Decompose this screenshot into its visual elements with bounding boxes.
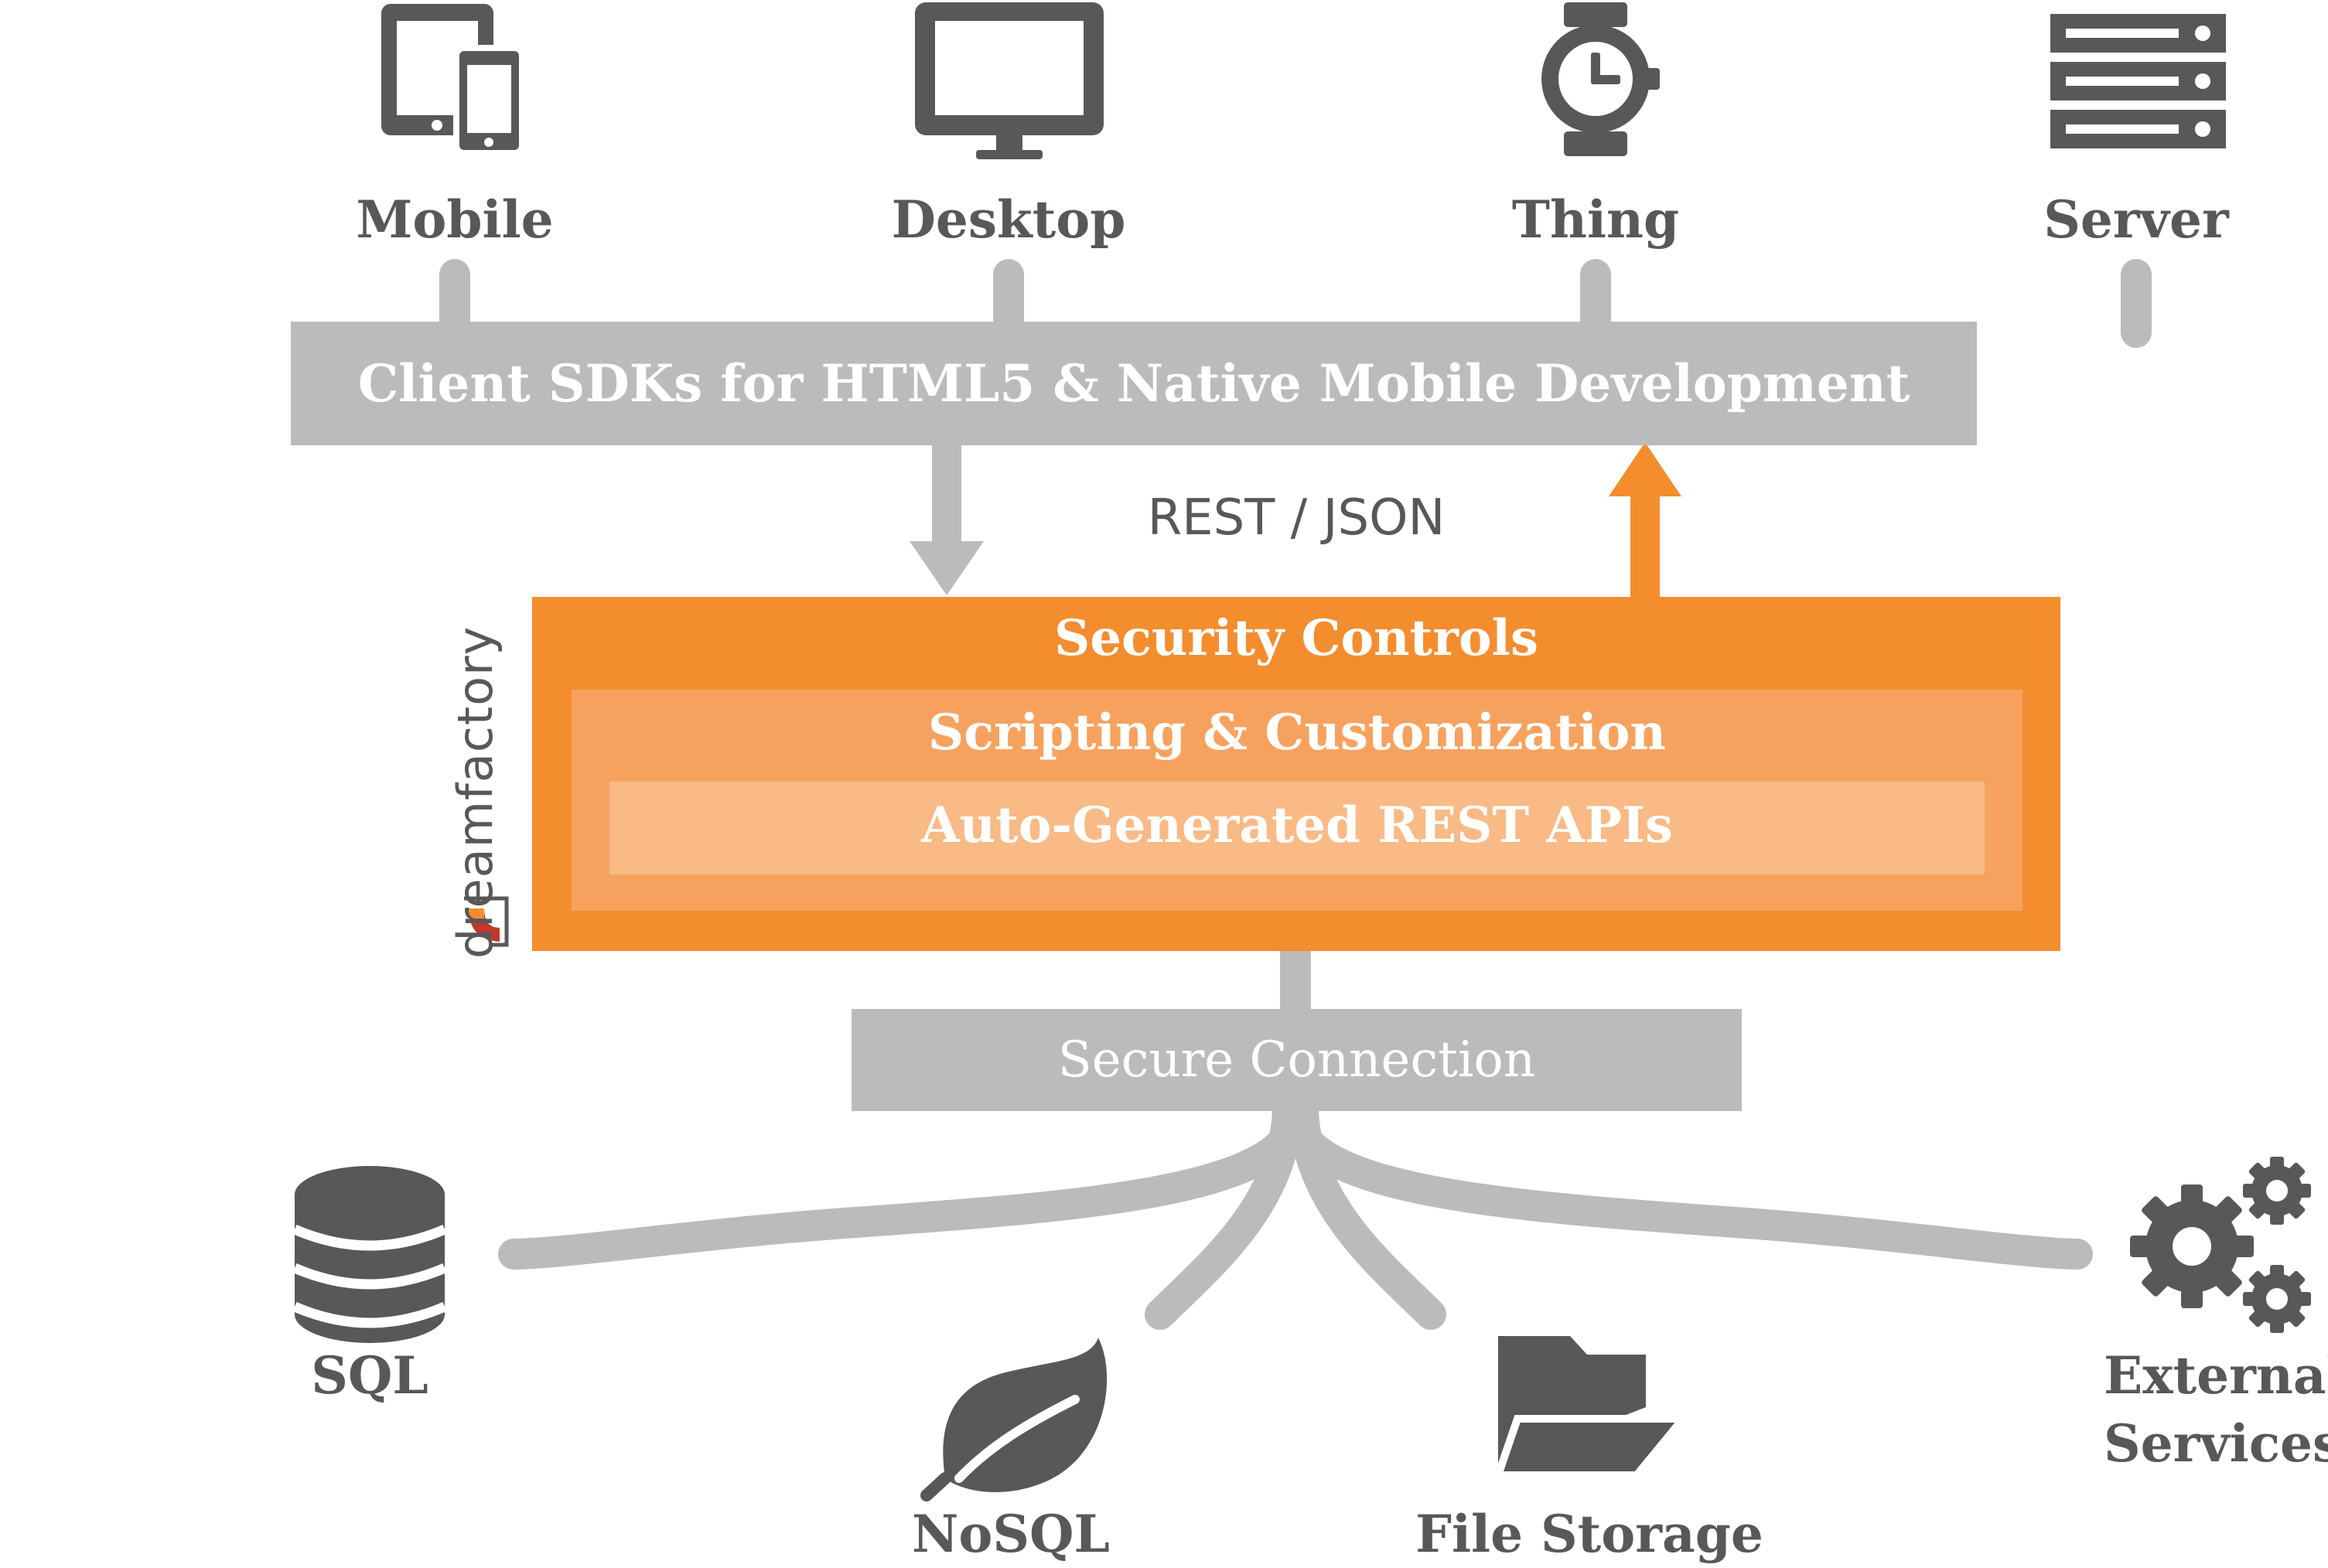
leaf-icon — [920, 1338, 1108, 1502]
client-label-desktop: Desktop — [891, 189, 1126, 250]
external-services-root — [1280, 1096, 2093, 1270]
source-label-nosql: NoSQL — [912, 1504, 1110, 1564]
sql-root — [498, 1096, 1311, 1270]
protocol-label: REST / JSON — [1147, 489, 1446, 547]
data-source-roots — [498, 1096, 2093, 1330]
client-label-server: Server — [2043, 189, 2229, 250]
box-stem — [1280, 951, 1311, 1013]
request-down-arrow — [910, 445, 984, 595]
rest-api-layer: Auto-Generated REST APIs — [609, 782, 1985, 874]
scripting-label: Scripting & Customization — [927, 704, 1667, 762]
mobile-devices-icon — [381, 4, 525, 156]
dreamfactory-logo-icon — [464, 896, 509, 947]
smartwatch-icon — [1541, 2, 1660, 156]
folder-icon — [1493, 1336, 1691, 1479]
client-sdk-bar: Client SDKs for HTML5 & Native Mobile De… — [291, 322, 1977, 445]
client-label-thing: Thing — [1511, 189, 1680, 250]
secure-connection-bar: Secure Connection — [852, 1009, 1742, 1111]
nosql-root — [1145, 1096, 1303, 1330]
brand-name: dreamfactory — [447, 625, 503, 959]
server-rack-icon — [2050, 14, 2226, 148]
desktop-monitor-icon — [915, 2, 1104, 159]
client-label-mobile: Mobile — [356, 189, 554, 250]
source-label-external-services: External Services — [2104, 1345, 2328, 1474]
secure-connection-label: Secure Connection — [1057, 1031, 1536, 1089]
gears-icon — [2130, 1157, 2311, 1333]
client-sdk-label: Client SDKs for HTML5 & Native Mobile De… — [357, 353, 1910, 414]
source-label-file-storage: File Storage — [1415, 1504, 1763, 1564]
source-label-sql: SQL — [311, 1345, 428, 1406]
database-icon — [292, 1166, 447, 1343]
security-controls-label: Security Controls — [1054, 609, 1538, 667]
rest-api-label: Auto-Generated REST APIs — [921, 796, 1673, 854]
response-up-arrow — [1609, 442, 1681, 599]
